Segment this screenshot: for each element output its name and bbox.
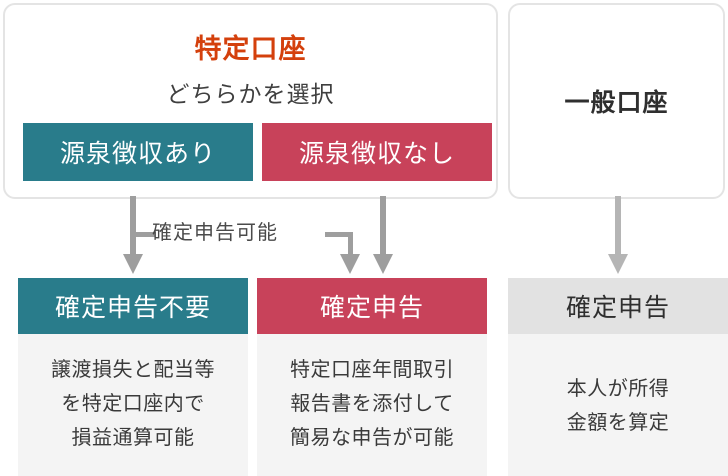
card-body-simple-filing: 特定口座年間取引 報告書を添付して 簡易な申告が可能 (257, 334, 487, 476)
card-kakutei-shinkoku-honnin: 確定申告 本人が所得 金額を算定 (508, 278, 728, 476)
arrow-down-right (608, 196, 628, 274)
panel-tokutei-title: 特定口座 (194, 34, 307, 65)
arrow-down-middle (373, 196, 393, 274)
card-kakutei-shinkoku-fuyou: 確定申告不要 譲渡損失と配当等 を特定口座内で 損益通算可能 (18, 278, 248, 476)
card-header-no-filing: 確定申告不要 (18, 278, 248, 334)
panel-tokutei-subtitle: どちらかを選択 (166, 82, 335, 108)
connector-arrows-svg (123, 196, 628, 274)
card-line: 金額を算定 (566, 410, 670, 434)
arrow-down-left (123, 196, 143, 274)
card-body-self-filing: 本人が所得 金額を算定 (508, 334, 728, 476)
card-line: 譲渡損失と配当等 (51, 357, 215, 381)
chip-withholding-yes[interactable]: 源泉徴収あり (23, 123, 253, 181)
card-line: 簡易な申告が可能 (290, 425, 454, 449)
card-kakutei-shinkoku-kanni: 確定申告 特定口座年間取引 報告書を添付して 簡易な申告が可能 (257, 278, 487, 476)
card-line: 報告書を添付して (290, 391, 454, 415)
card-header-simple-filing: 確定申告 (257, 278, 487, 334)
panel-tokutei-kouza: 特定口座 どちらかを選択 源泉徴収あり 源泉徴収なし (3, 3, 498, 199)
card-line: 損益通算可能 (71, 425, 195, 449)
connector-elbow-left (136, 232, 156, 237)
connector-group: 確定申告可能 (0, 196, 728, 282)
chip-withholding-no[interactable]: 源泉徴収なし (262, 123, 492, 181)
card-body-no-filing: 譲渡損失と配当等 を特定口座内で 損益通算可能 (18, 334, 248, 476)
panel-ippan-title: 一般口座 (564, 88, 669, 117)
connector-elbow-right (325, 232, 360, 274)
card-line: 特定口座年間取引 (290, 357, 454, 381)
card-line: 本人が所得 (566, 376, 670, 400)
connector-label-kakutei-shinkoku-kanou: 確定申告可能 (152, 220, 278, 244)
card-header-self-filing: 確定申告 (508, 278, 728, 334)
card-line: を特定口座内で (61, 391, 205, 415)
panel-ippan-kouza: 一般口座 (508, 3, 725, 199)
